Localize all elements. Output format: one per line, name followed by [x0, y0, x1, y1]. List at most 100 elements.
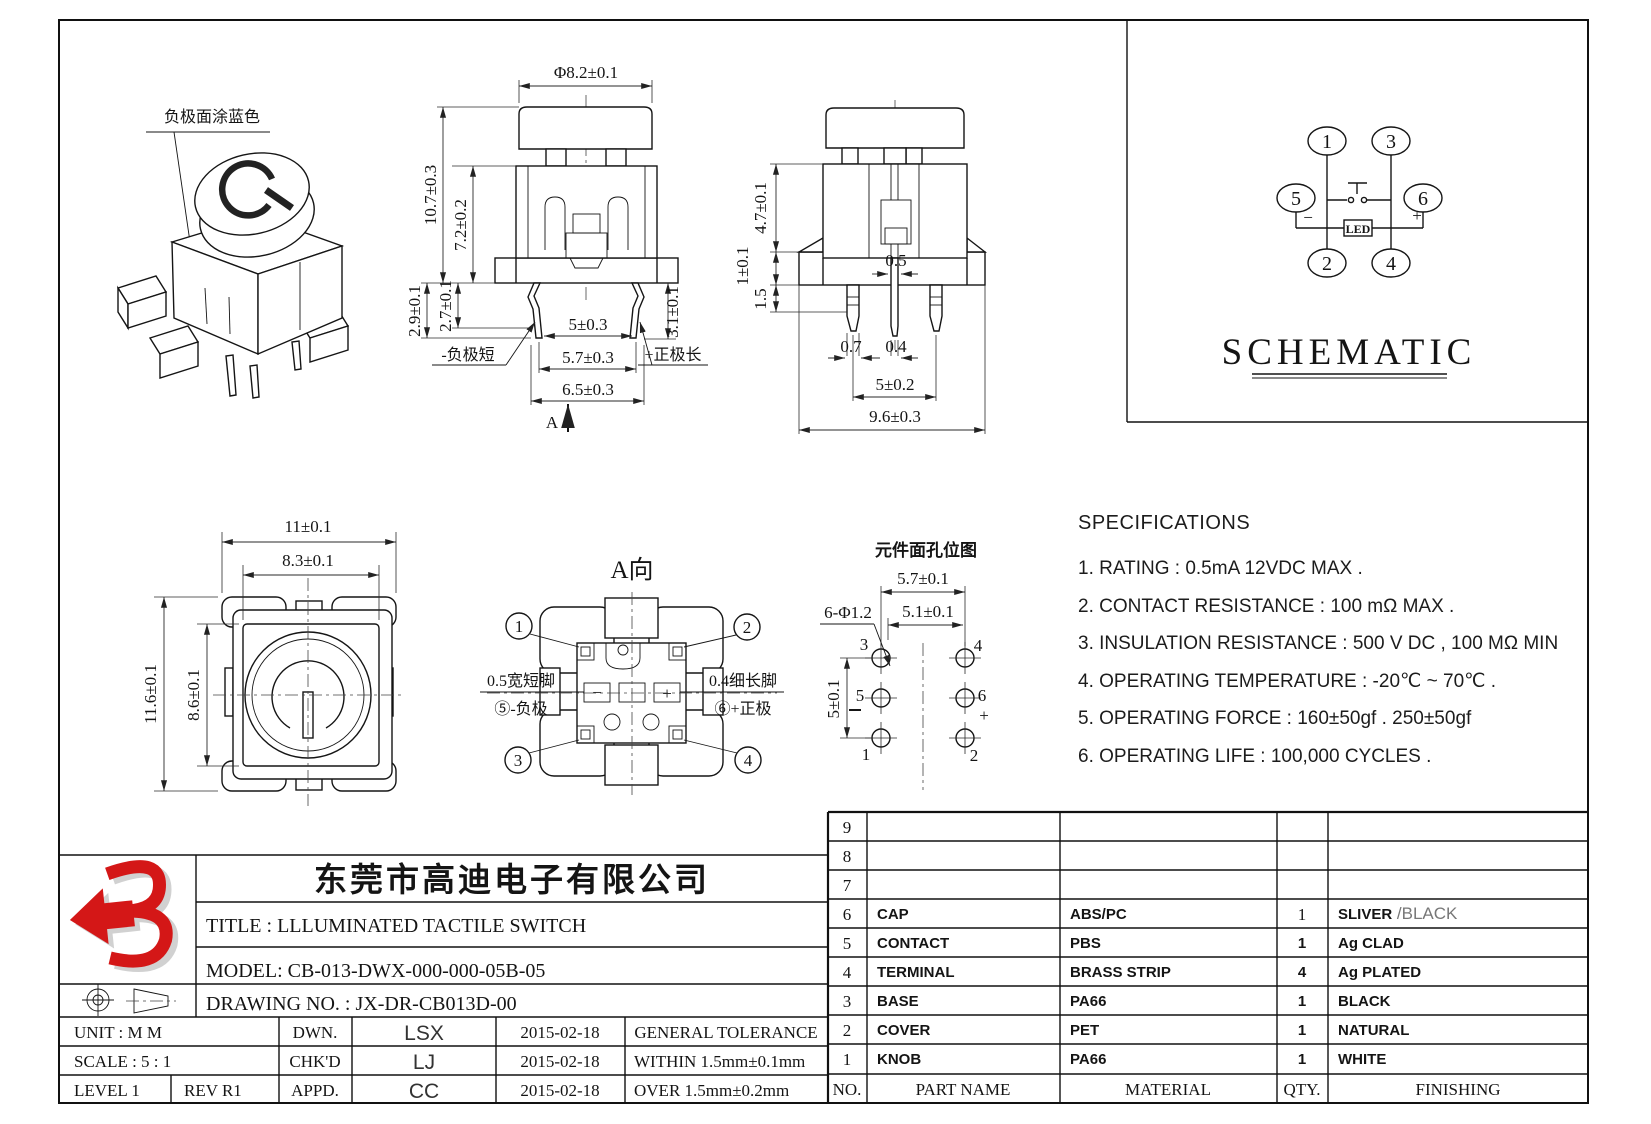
- part-qty: 1: [1298, 1022, 1306, 1039]
- dim-shaft-width: 0.5: [885, 251, 906, 270]
- rev-label: REV R1: [184, 1081, 242, 1100]
- part-material: PBS: [1070, 935, 1101, 952]
- a-view-right-note-1: 0.4细长脚: [709, 672, 777, 690]
- part-finishing: Ag PLATED: [1338, 964, 1421, 981]
- side-pins: [846, 257, 943, 337]
- schematic-minus: −: [1303, 208, 1313, 227]
- pin-6: 6: [1418, 188, 1428, 210]
- part-name: CONTACT: [877, 935, 949, 952]
- dim-top-inner-width: 8.3±0.1: [282, 551, 334, 570]
- part-no: 1: [843, 1050, 852, 1069]
- schematic-panel: LED 1 3 5 6 2 4 − + SCHEMATIC: [1126, 20, 1588, 423]
- pin-5: 5: [1291, 188, 1301, 210]
- dwn-name: LSX: [404, 1022, 444, 1045]
- unit-row: UNIT : M M: [74, 1023, 162, 1042]
- col-header-qty: QTY.: [1284, 1080, 1321, 1099]
- projection-symbols: [82, 984, 176, 1016]
- part-name: CAP: [877, 906, 909, 923]
- dim-flange-thickness: 1±0.1: [733, 246, 752, 285]
- part-qty: 1: [1298, 993, 1306, 1010]
- part-qty: 1: [1298, 1051, 1306, 1068]
- spec-item: 3. INSULATION RESISTANCE : 500 V DC , 10…: [1078, 633, 1559, 654]
- a-direction-view: A向 − + 1: [480, 556, 784, 795]
- pin-3: 3: [1386, 131, 1396, 153]
- tolerance-within: WITHIN 1.5mm±0.1mm: [634, 1052, 805, 1071]
- dim-standoff: 1.5: [751, 288, 770, 309]
- top-view: 11±0.1 8.3±0.1 11.6±0.1 8.6±0.1: [141, 517, 404, 806]
- pin-1: 1: [1322, 131, 1332, 153]
- schematic-plus: +: [1412, 206, 1422, 225]
- parts-table-text: 9 8 7 6 CAP ABS/PC 1 SLIVER /BLACK 5 CON…: [833, 818, 1501, 1099]
- tolerance-title: GENERAL TOLERANCE: [634, 1023, 817, 1042]
- col-header-material: MATERIAL: [1125, 1080, 1211, 1099]
- part-material: PA66: [1070, 993, 1106, 1010]
- drawing-no-row: DRAWING NO. : JX-DR-CB013D-00: [206, 993, 517, 1015]
- part-qty: 1: [1298, 935, 1306, 952]
- appd-label: APPD.: [291, 1081, 339, 1100]
- front-flange: [494, 257, 679, 284]
- switch-contact: [1360, 196, 1368, 204]
- dim-pin-outer-length: 2.9±0.1: [405, 285, 424, 337]
- part-material: PA66: [1070, 1051, 1106, 1068]
- side-cap: [825, 107, 965, 149]
- tolerance-over: OVER 1.5mm±0.2mm: [634, 1081, 789, 1100]
- hole-3-label: 3: [860, 635, 869, 654]
- dim-cap-diameter: Φ8.2±0.1: [554, 63, 618, 82]
- chkd-date: 2015-02-18: [520, 1052, 599, 1071]
- dim-top-outer-height: 11.6±0.1: [141, 664, 160, 724]
- specifications-heading: SPECIFICATIONS: [1078, 512, 1251, 534]
- spec-item: 2. CONTACT RESISTANCE : 100 mΩ MAX .: [1078, 595, 1455, 617]
- col-header-name: PART NAME: [916, 1080, 1011, 1099]
- callout-pin-4: 4: [744, 751, 753, 770]
- company-logo: [69, 860, 179, 972]
- part-material: PET: [1070, 1022, 1099, 1039]
- dim-pin-width: 0.7: [840, 337, 862, 356]
- power-symbol-bar: [264, 187, 294, 211]
- dim-pin-inner-length: 2.7±0.1: [436, 280, 455, 332]
- hole-5-label: 5: [856, 686, 865, 705]
- pcb-hole-layout: 元件面孔位图 5.7±0.1 5.1±0.1 6-Φ1.2 5±0.1 3: [820, 540, 989, 790]
- appd-date: 2015-02-18: [520, 1081, 599, 1100]
- part-name: KNOB: [877, 1051, 921, 1068]
- part-no: 6: [843, 905, 852, 924]
- callout-pin-3: 3: [514, 751, 523, 770]
- spec-item: 1. RATING : 0.5mA 12VDC MAX .: [1078, 558, 1363, 579]
- hole-1-label: 1: [862, 745, 871, 764]
- front-view: Φ8.2±0.1 10.7±0.3 7.2±0.2 2.9±0.1 2.7±0.…: [405, 63, 708, 432]
- dim-pin-span-inner: 5±0.3: [568, 315, 607, 334]
- view-a-letter: A: [546, 413, 559, 432]
- dim-total-height: 10.7±0.3: [421, 165, 440, 225]
- part-finishing: WHITE: [1338, 1051, 1386, 1068]
- a-view-title: A向: [610, 556, 653, 584]
- iso-note: 负极面涂蓝色: [164, 108, 260, 126]
- dim-side-total-width: 9.6±0.3: [869, 407, 921, 426]
- dim-top-outer-width: 11±0.1: [285, 517, 332, 536]
- dim-body-height: 7.2±0.2: [451, 199, 470, 251]
- hole-layout-title: 元件面孔位图: [875, 540, 977, 560]
- title-row: TITLE : LLLUMINATED TACTILE SWITCH: [206, 915, 586, 937]
- part-name: COVER: [877, 1022, 931, 1039]
- title-block-grid: [59, 810, 1588, 1103]
- part-finishing: BLACK: [1338, 993, 1391, 1010]
- plus-mark: +: [979, 706, 989, 725]
- dim-center-pin-width: 0.4: [885, 337, 907, 356]
- side-view: 4.7±0.1 1±0.1 1.5 0.5 0.7 0.4 5±0.2 9.6±…: [733, 100, 988, 434]
- iso-cap: [194, 152, 315, 258]
- led-label: LED: [1346, 222, 1371, 236]
- positive-pin-label: +正极长: [644, 346, 701, 364]
- model-row: MODEL: CB-013-DWX-000-000-05B-05: [206, 960, 545, 982]
- company-name: 东莞市高迪电子有限公司: [314, 861, 710, 898]
- projection-cone-symbol: [133, 988, 169, 1014]
- col-header-finishing: FINISHING: [1416, 1080, 1501, 1099]
- iso-pins: [225, 340, 302, 399]
- callout-pin-2: 2: [743, 618, 752, 637]
- spec-item: 5. OPERATING FORCE : 160±50gf . 250±50gf: [1078, 708, 1472, 729]
- negative-pin-label: -负极短: [441, 346, 494, 364]
- callout-pin-1: 1: [515, 617, 524, 636]
- a-view-minus-mark: −: [592, 683, 602, 702]
- part-name: BASE: [877, 993, 919, 1010]
- specifications-block: SPECIFICATIONS 1. RATING : 0.5mA 12VDC M…: [1078, 512, 1586, 775]
- part-qty: 4: [1298, 964, 1307, 981]
- dwn-label: DWN.: [293, 1023, 338, 1042]
